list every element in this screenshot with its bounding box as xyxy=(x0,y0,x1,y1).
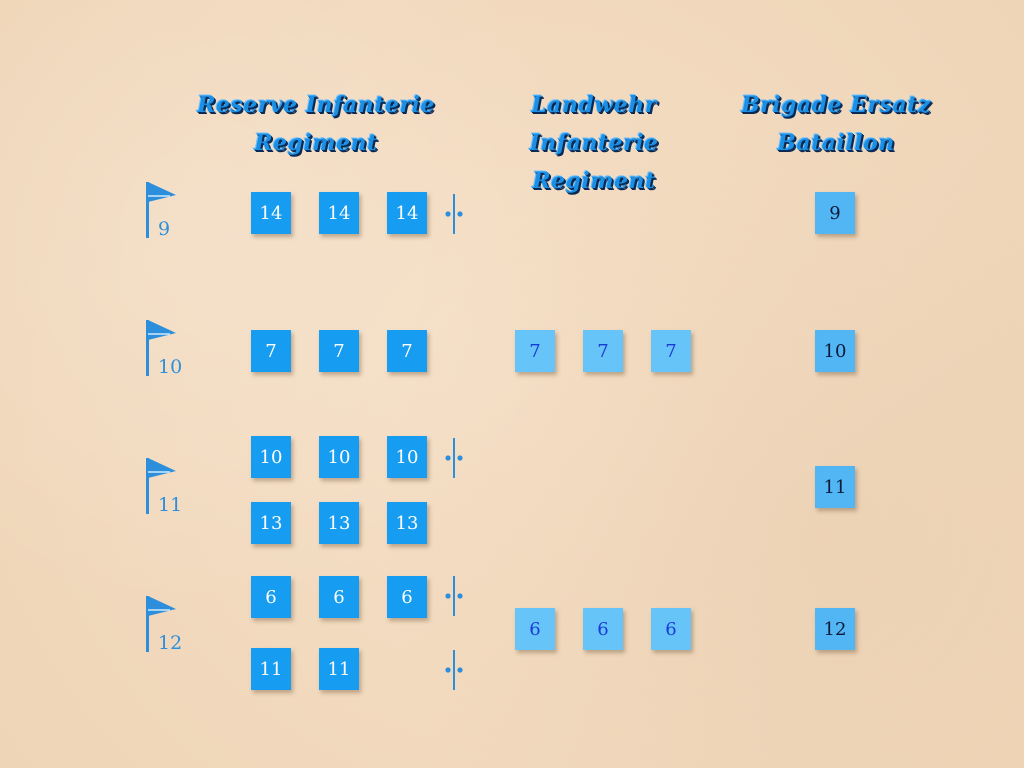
reserve-counter[interactable]: 6 xyxy=(251,576,291,618)
header-ersatz-line1: Brigade Ersatz xyxy=(741,92,931,118)
flag-number: 11 xyxy=(158,494,183,516)
pennant-flag-icon xyxy=(148,458,176,478)
fleur-de-lis-marker-icon xyxy=(445,576,463,616)
header-landwehr-line1: Landwehr Infanterie xyxy=(529,92,659,156)
brigade-flag-9[interactable]: 9 xyxy=(144,182,194,242)
header-reserve-line1: Reserve Infanterie xyxy=(197,92,435,118)
ersatz-counter[interactable]: 11 xyxy=(815,466,855,508)
ersatz-counter[interactable]: 12 xyxy=(815,608,855,650)
reserve-counter[interactable]: 14 xyxy=(387,192,427,234)
reserve-counter[interactable]: 13 xyxy=(387,502,427,544)
flag-pole xyxy=(146,458,149,514)
ersatz-counter[interactable]: 10 xyxy=(815,330,855,372)
landwehr-counter[interactable]: 6 xyxy=(515,608,555,650)
pennant-flag-icon xyxy=(148,182,176,202)
reserve-counter[interactable]: 10 xyxy=(251,436,291,478)
header-reserve-line2: Regiment xyxy=(254,130,378,156)
reserve-counter[interactable]: 11 xyxy=(319,648,359,690)
pennant-flag-icon xyxy=(148,596,176,616)
reserve-counter[interactable]: 7 xyxy=(319,330,359,372)
flag-number: 9 xyxy=(158,218,171,240)
landwehr-counter[interactable]: 7 xyxy=(583,330,623,372)
reserve-counter[interactable]: 14 xyxy=(251,192,291,234)
brigade-flag-11[interactable]: 11 xyxy=(144,458,194,518)
landwehr-counter[interactable]: 7 xyxy=(515,330,555,372)
reserve-counter[interactable]: 6 xyxy=(387,576,427,618)
reserve-counter[interactable]: 13 xyxy=(251,502,291,544)
reserve-counter[interactable]: 10 xyxy=(319,436,359,478)
flag-pole xyxy=(146,596,149,652)
flag-pole xyxy=(146,182,149,238)
header-reserve-infanterie-regiment: Reserve Infanterie Regiment xyxy=(196,86,436,162)
fleur-de-lis-marker-icon xyxy=(445,194,463,234)
reserve-counter[interactable]: 10 xyxy=(387,436,427,478)
header-brigade-ersatz-bataillon: Brigade Ersatz Bataillon xyxy=(740,86,932,162)
brigade-flag-10[interactable]: 10 xyxy=(144,320,194,380)
flag-pole xyxy=(146,320,149,376)
flag-number: 10 xyxy=(158,356,183,378)
ersatz-counter[interactable]: 9 xyxy=(815,192,855,234)
landwehr-counter[interactable]: 6 xyxy=(651,608,691,650)
header-landwehr-infanterie-regiment: Landwehr Infanterie Regiment xyxy=(466,86,722,200)
fleur-de-lis-marker-icon xyxy=(445,438,463,478)
fleur-de-lis-marker-icon xyxy=(445,650,463,690)
reserve-counter[interactable]: 7 xyxy=(251,330,291,372)
flag-number: 12 xyxy=(158,632,183,654)
reserve-counter[interactable]: 13 xyxy=(319,502,359,544)
reserve-counter[interactable]: 14 xyxy=(319,192,359,234)
reserve-counter[interactable]: 7 xyxy=(387,330,427,372)
brigade-flag-12[interactable]: 12 xyxy=(144,596,194,656)
header-ersatz-line2: Bataillon xyxy=(777,130,895,156)
landwehr-counter[interactable]: 7 xyxy=(651,330,691,372)
pennant-flag-icon xyxy=(148,320,176,340)
header-landwehr-line2: Regiment xyxy=(532,168,656,194)
reserve-counter[interactable]: 11 xyxy=(251,648,291,690)
landwehr-counter[interactable]: 6 xyxy=(583,608,623,650)
reserve-counter[interactable]: 6 xyxy=(319,576,359,618)
